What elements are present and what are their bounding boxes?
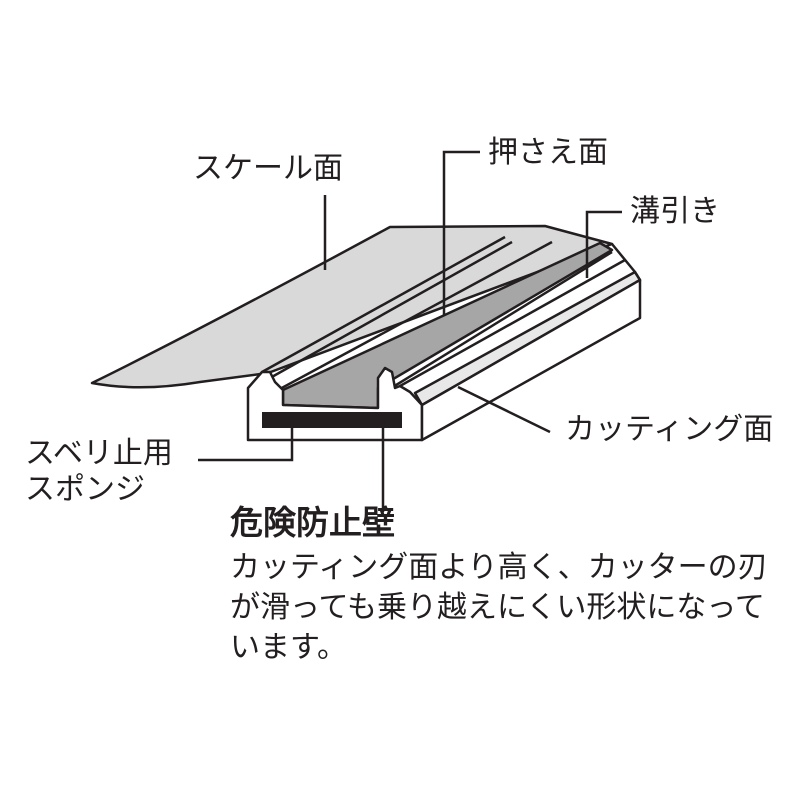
- leader-groove: [585, 210, 622, 278]
- groove-ridge-1: [261, 235, 506, 374]
- groove-ridge-2: [269, 240, 513, 380]
- groove-ridge-5: [399, 258, 626, 388]
- scale-face-label: スケール面: [193, 151, 343, 186]
- danger-wall-title: 危険防止壁: [230, 503, 395, 542]
- danger-wall-description: カッティング面より高く、カッターの刃 が滑っても乗り越えにくい形状になって いま…: [230, 548, 790, 668]
- danger-wall-description-line: カッティング面より高く、カッターの刃: [230, 550, 768, 585]
- leader-press-face: [442, 150, 480, 315]
- non-slip-sponge: [262, 412, 402, 428]
- non-slip-sponge-label: スベリ止用 スポンジ: [25, 436, 173, 508]
- non-slip-sponge-label-line1: スベリ止用: [25, 436, 173, 471]
- groove-label: 溝引き: [630, 194, 720, 229]
- press-face-label: 押さえ面: [488, 135, 608, 170]
- leader-sponge: [198, 420, 294, 462]
- non-slip-sponge-label-line2: スポンジ: [25, 472, 145, 507]
- danger-wall-description-line: います。: [230, 630, 347, 665]
- cutting-face-side: [420, 278, 642, 442]
- groove-ridge-3: [277, 240, 553, 392]
- danger-wall-description-line: が滑っても乗り越えにくい形状になって: [230, 590, 765, 625]
- ruler-far-end: [611, 243, 642, 281]
- groove-ridge-4: [387, 250, 613, 392]
- leader-cutting-face: [457, 385, 551, 434]
- cutting-face-label: カッティング面: [565, 412, 774, 447]
